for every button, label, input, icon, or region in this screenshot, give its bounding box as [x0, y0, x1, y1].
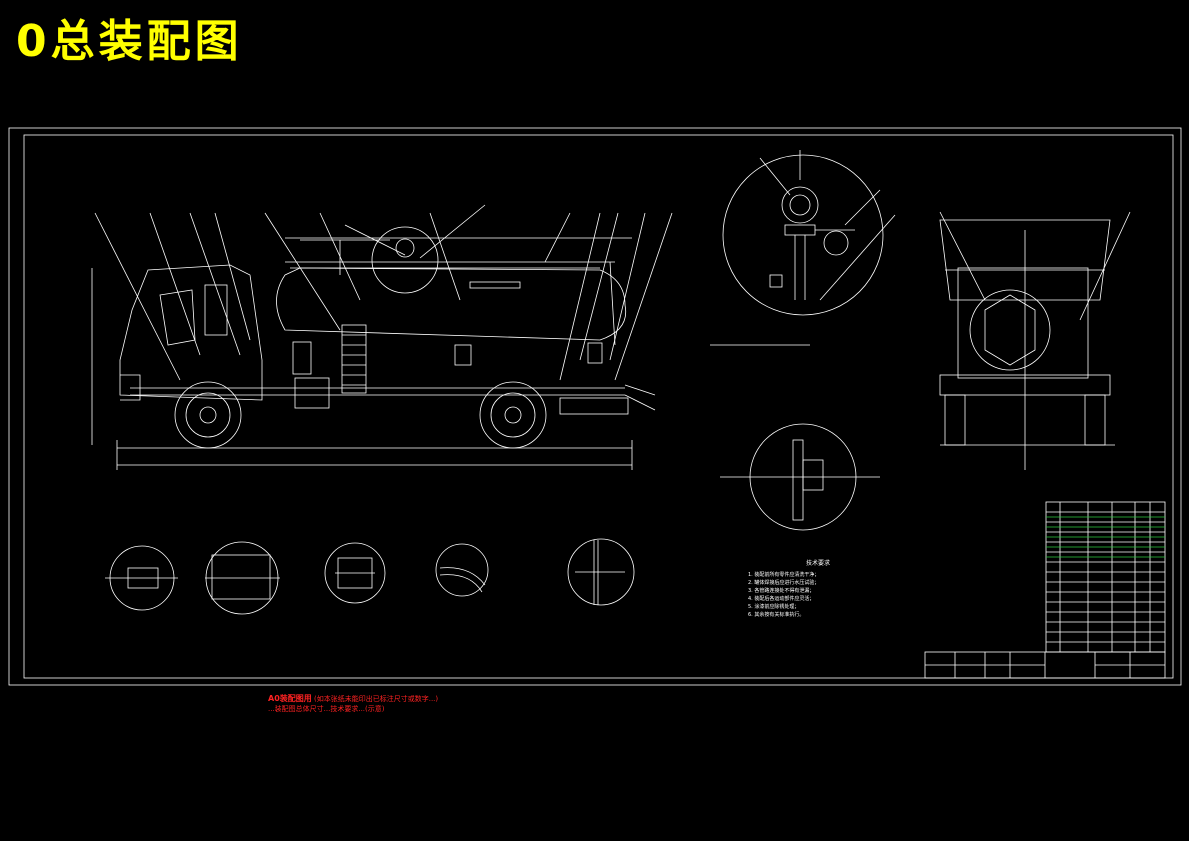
cab-outline: [91, 264, 263, 445]
note-lead: A0装配图用: [268, 694, 312, 703]
tech-item: 4. 装配后各运动部件应灵活；: [748, 596, 815, 602]
detail-small-3: [324, 542, 386, 604]
rear-wheel: [479, 381, 547, 449]
tech-item: 5. 涂漆前应除锈处理；: [748, 604, 800, 610]
table-accent: [1046, 516, 1165, 558]
note-line-1: (如本张纸未能印出已标注尺寸或数字...): [314, 695, 439, 703]
rear-view: [939, 211, 1131, 470]
tech-heading: 技术要求: [805, 560, 830, 567]
detail-small-5: [567, 538, 635, 606]
tech-item: 3. 各管路连接处不得有泄漏；: [748, 588, 815, 594]
outer-border: [8, 127, 1182, 686]
drawing-note: A0装配图用 (如本张纸未能印出已标注尺寸或数字...) ...装配图总体尺寸.…: [268, 694, 518, 714]
front-wheel: [174, 381, 242, 449]
detail-circle-mid: [720, 423, 880, 531]
tank-outline: [276, 267, 627, 341]
ladder: [341, 324, 367, 394]
inner-border: [23, 134, 1174, 679]
detail-small-2: [205, 541, 280, 615]
parts-table: [924, 501, 1166, 679]
detail-small-4: [435, 543, 489, 597]
note-line-2: ...装配图总体尺寸...技术要求...(示意): [268, 705, 385, 713]
tech-item: 1. 装配前所有零件应清洗干净；: [748, 572, 820, 578]
page-title: 0总装配图: [16, 16, 243, 67]
tech-item: 6. 其余按有关标准执行。: [748, 612, 805, 618]
detail-small-1: [105, 545, 178, 611]
detail-circle-top: [710, 150, 896, 346]
side-view: [91, 204, 673, 470]
tech-item: 2. 罐体焊接后应进行水压试验；: [748, 580, 820, 586]
tech-requirements: 技术要求 1. 装配前所有零件应清洗干净； 2. 罐体焊接后应进行水压试验； 3…: [748, 560, 888, 619]
